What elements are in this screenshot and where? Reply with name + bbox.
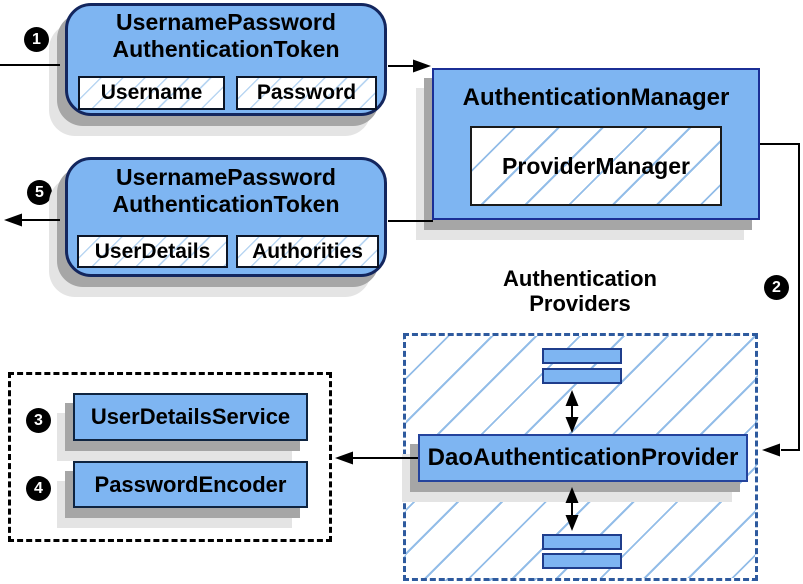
provider-placeholder-bar <box>542 348 622 364</box>
provider-placeholder-bar <box>542 368 622 384</box>
provider-manager-box: ProviderManager <box>470 126 722 206</box>
response-token-title: UsernamePassword AuthenticationToken <box>65 164 387 218</box>
outgoing-response-arrowhead <box>4 213 22 227</box>
password-field-box: Password <box>236 76 377 110</box>
request-token-title-line2: AuthenticationToken <box>112 36 340 62</box>
response-token-title-line2: AuthenticationToken <box>112 191 340 217</box>
provider-placeholder-bar <box>542 534 622 550</box>
username-field-box: Username <box>78 76 225 110</box>
userdetails-field-box: UserDetails <box>77 235 228 268</box>
token-to-manager-arrowhead <box>413 59 431 73</box>
authentication-manager-title: AuthenticationManager <box>462 84 730 111</box>
provider-placeholder-bar <box>542 553 622 569</box>
response-token-title-line1: UsernamePassword <box>116 164 336 190</box>
provider-to-services-arrowhead <box>335 451 353 465</box>
manager-to-provider-arrowhead <box>762 443 780 457</box>
step-badge-4: 4 <box>26 476 51 501</box>
step-badge-5: 5 <box>27 180 52 205</box>
request-token-title-line1: UsernamePassword <box>116 9 336 35</box>
authorities-field-box: Authorities <box>236 235 379 268</box>
dao-authentication-provider-box: DaoAuthenticationProvider <box>418 434 748 482</box>
step-badge-3: 3 <box>26 408 51 433</box>
authentication-providers-label-line2: Providers <box>529 291 631 316</box>
step-badge-2: 2 <box>764 275 789 300</box>
step-badge-1: 1 <box>24 27 49 52</box>
user-details-service-box: UserDetailsService <box>73 393 308 441</box>
authentication-providers-label: Authentication Providers <box>460 266 700 316</box>
password-encoder-box: PasswordEncoder <box>73 461 308 508</box>
services-region <box>8 372 332 542</box>
request-token-title: UsernamePassword AuthenticationToken <box>65 9 387 63</box>
authentication-providers-label-line1: Authentication <box>503 266 657 291</box>
